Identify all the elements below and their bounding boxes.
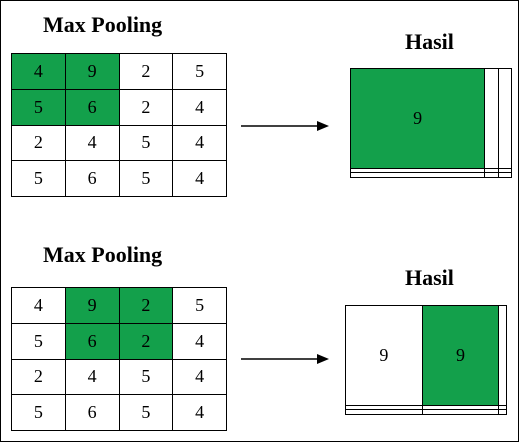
max-pooling-title-1: Max Pooling — [43, 12, 163, 37]
input-cell: 2 — [118, 88, 174, 126]
arrow-icon-1 — [241, 121, 329, 131]
input-cell: 4 — [64, 124, 120, 162]
result-cell: 9 — [345, 305, 423, 406]
input-cell: 2 — [118, 53, 174, 90]
input-cell: 4 — [172, 322, 227, 360]
input-cell: 6 — [64, 394, 120, 431]
result-row: 9 — [349, 68, 513, 169]
input-cell: 5 — [11, 160, 66, 197]
result-cell — [498, 409, 507, 415]
input-cell: 4 — [172, 394, 227, 431]
input-cell: 5 — [118, 394, 174, 431]
input-cell: 6 — [64, 160, 120, 197]
input-cell: 6 — [64, 322, 120, 360]
input-cell: 5 — [172, 287, 227, 324]
result-title-2: Hasil — [405, 265, 454, 290]
input-cell: 5 — [118, 358, 174, 396]
input-cell: 4 — [172, 160, 227, 197]
result-cell: 9 — [349, 68, 486, 169]
input-cell: 4 — [172, 358, 227, 396]
input-cell: 5 — [11, 394, 66, 431]
result-row — [349, 172, 513, 178]
result-cell — [349, 172, 486, 178]
input-cell: 2 — [11, 358, 66, 396]
result-cell — [498, 305, 507, 406]
result-cell — [497, 68, 513, 169]
input-cell: 9 — [64, 287, 120, 324]
input-cell: 4 — [172, 88, 227, 126]
input-cell: 4 — [11, 287, 66, 324]
result-cell — [497, 172, 513, 178]
input-cell: 6 — [64, 88, 120, 126]
input-cell: 5 — [11, 322, 66, 360]
input-cell: 2 — [11, 124, 66, 162]
input-cell: 2 — [118, 322, 174, 360]
result-matrix-1: 9 — [349, 68, 513, 178]
result-cell — [484, 68, 499, 169]
input-cell: 5 — [172, 53, 227, 90]
arrow-icon-2 — [241, 354, 329, 364]
result-title-1: Hasil — [405, 29, 454, 54]
result-cell — [484, 172, 499, 178]
input-cell: 2 — [118, 287, 174, 324]
input-cell: 9 — [64, 53, 120, 90]
result-cell — [421, 409, 500, 415]
result-cell: 9 — [421, 305, 500, 406]
result-cell — [345, 409, 423, 415]
input-cell: 5 — [118, 124, 174, 162]
max-pooling-title-2: Max Pooling — [43, 242, 163, 267]
input-cell: 5 — [118, 160, 174, 197]
input-cell: 4 — [64, 358, 120, 396]
input-cell: 4 — [11, 53, 66, 90]
input-cell: 5 — [11, 88, 66, 126]
result-row — [345, 409, 507, 415]
input-cell: 4 — [172, 124, 227, 162]
